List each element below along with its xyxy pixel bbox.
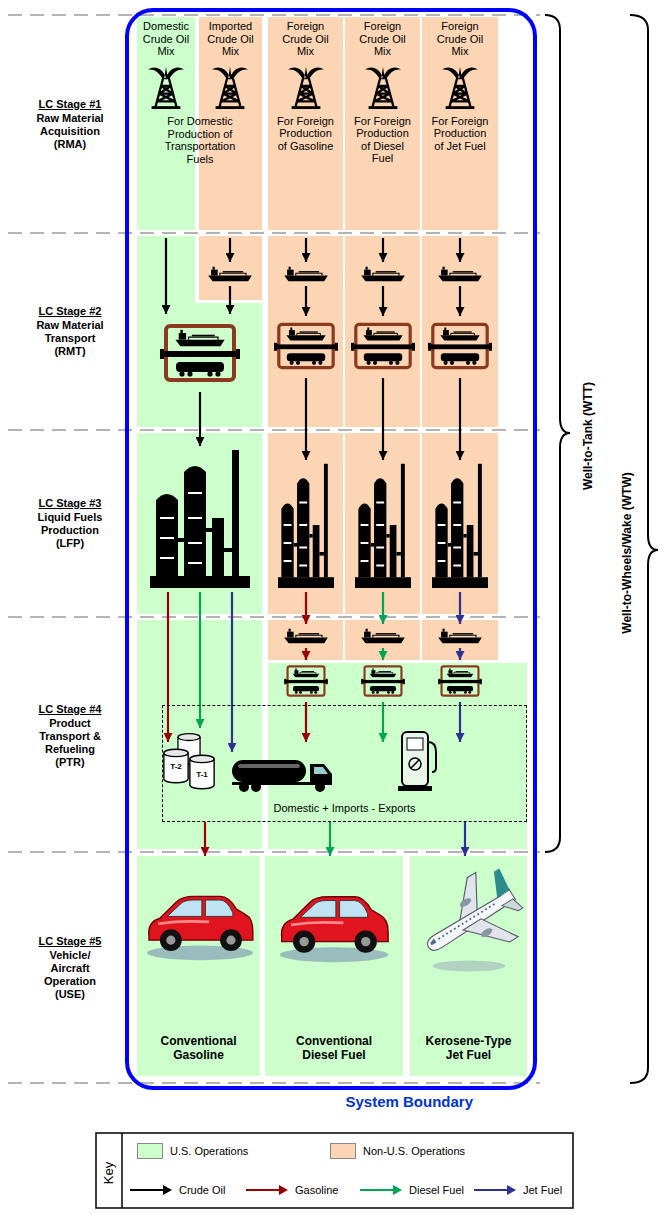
legend-item: Gasoline	[246, 1180, 338, 1200]
node-text: Imported Crude Oil Mix	[201, 20, 261, 58]
stage-name: Raw Material Transport (RMT)	[31, 319, 109, 358]
stage-divider	[8, 15, 540, 1083]
stage-name: Raw Material Acquisition (RMA)	[31, 112, 109, 151]
legend-line	[474, 1189, 508, 1191]
legend-text: Gasoline	[295, 1184, 338, 1196]
fuel-use-cell: Kerosene-Type Jet Fuel	[410, 856, 527, 1076]
label-box: LC Stage #4	[31, 703, 109, 716]
fuel-connector	[329, 822, 331, 856]
node-text: Domestic Crude Oil Mix	[138, 20, 194, 58]
legend-item: U.S. Operations	[137, 1141, 248, 1161]
node-text: System Boundary	[129, 1093, 533, 1111]
node-text: Foreign Crude Oil Mix	[278, 20, 333, 58]
stage-number: LC Stage #1	[31, 98, 109, 111]
label-box: LC Stage #1	[31, 98, 109, 111]
node-text: Domestic + Imports - Exports	[273, 802, 415, 815]
node-text: Foreign Crude Oil Mix	[433, 20, 488, 58]
fuel-connector	[464, 822, 466, 856]
legend-line	[360, 1184, 402, 1196]
scope-label: Well-to-Wheels/Wake (WTW)	[620, 472, 634, 633]
legend-text: U.S. Operations	[170, 1145, 248, 1157]
legend-line	[474, 1184, 516, 1196]
legend-item: Jet Fuel	[474, 1180, 562, 1200]
fuel-connector	[204, 822, 206, 856]
label-box: LC Stage #2	[31, 305, 109, 318]
fuel-use-cell: Conventional Gasoline	[137, 856, 260, 1076]
legend-text: Jet Fuel	[523, 1184, 562, 1196]
system-boundary: System BoundaryDomestic Crude Oil MixImp…	[125, 8, 537, 1090]
label-box: Product Transport & Refueling (PTR)	[31, 717, 109, 769]
label-box: LC Stage #5	[31, 935, 109, 948]
node-text: Conventional Diesel Fuel	[282, 1034, 386, 1062]
node-text: Kerosene-Type Jet Fuel	[417, 1034, 521, 1062]
stage-name: Product Transport & Refueling (PTR)	[31, 717, 109, 769]
legend-item: Diesel Fuel	[360, 1180, 464, 1200]
refinery-icon	[150, 450, 488, 588]
storage-tank-icon	[164, 734, 214, 789]
legend-item: Non-U.S. Operations	[330, 1141, 465, 1161]
fuel-use-cell: Conventional Diesel Fuel	[265, 856, 403, 1076]
gasoline-arrow	[168, 592, 306, 742]
crude-mix-cell: Foreign Crude Oil MixFor Foreign Product…	[345, 17, 420, 230]
legend-swatch	[330, 1143, 356, 1159]
fuel-pump-icon	[398, 732, 436, 791]
legend-line	[246, 1184, 288, 1196]
transport-icon	[160, 324, 492, 695]
key-box	[96, 1133, 573, 1208]
stage-name: Vehicle/ Aircraft Operation (USE)	[31, 949, 109, 1001]
label-box: T-2	[162, 762, 190, 771]
tank-tag: T-1	[188, 770, 216, 779]
legend-arrowhead	[279, 1185, 288, 1195]
stage-number: LC Stage #5	[31, 935, 109, 948]
label-box: LC Stage #3	[31, 497, 109, 510]
stage-number: LC Stage #2	[31, 305, 109, 318]
scope-label: Well-to-Tank (WTT)	[581, 382, 595, 490]
label-box: Liquid Fuels Production (LFP)	[31, 511, 109, 550]
legend-text: Non-U.S. Operations	[363, 1145, 465, 1157]
node-text: For Foreign Production of Diesel Fuel	[351, 115, 415, 165]
legend-text: Crude Oil	[179, 1184, 225, 1196]
stage-number: LC Stage #4	[31, 703, 109, 716]
crude-mix-cell: Foreign Crude Oil MixFor Foreign Product…	[268, 17, 343, 230]
node-text: Foreign Crude Oil Mix	[355, 20, 410, 58]
label-box: Raw Material Transport (RMT)	[31, 319, 109, 358]
node-text: Conventional Gasoline	[147, 1034, 251, 1062]
legend-swatch	[137, 1143, 163, 1159]
stage-note: For Domestic Production of Transportatio…	[150, 115, 250, 165]
label-box: Vehicle/ Aircraft Operation (USE)	[31, 949, 109, 1001]
stage-name: Liquid Fuels Production (LFP)	[31, 511, 109, 550]
node-text: For Foreign Production of Jet Fuel	[428, 115, 492, 153]
crude-oil-arrow	[166, 238, 460, 460]
legend-item: Crude Oil	[130, 1180, 225, 1200]
node-text: For Foreign Production of Gasoline	[274, 115, 338, 153]
stage-number: LC Stage #3	[31, 497, 109, 510]
legend-line	[246, 1189, 280, 1191]
jet-fuel-arrow	[232, 592, 460, 752]
legend-arrowhead	[393, 1185, 402, 1195]
crude-mix-cell: Foreign Crude Oil MixFor Foreign Product…	[422, 17, 498, 230]
key-title: Key	[102, 1162, 116, 1184]
legend-line	[360, 1189, 394, 1191]
legend-line	[130, 1184, 172, 1196]
tank-tag: T-2	[162, 762, 190, 771]
label-box: Raw Material Acquisition (RMA)	[31, 112, 109, 151]
legend-text: Diesel Fuel	[409, 1184, 464, 1196]
legend-arrowhead	[163, 1185, 172, 1195]
legend-line	[130, 1189, 164, 1191]
tanker-truck-icon	[232, 760, 332, 792]
legend-arrowhead	[507, 1185, 516, 1195]
distribution-box: Domestic + Imports - Exports	[162, 705, 527, 822]
scope-bracket	[545, 15, 658, 1083]
label-box: T-1	[188, 770, 216, 779]
oil-well-icon	[148, 67, 478, 109]
vehicle-icon	[147, 861, 535, 980]
diesel-arrow	[200, 592, 383, 742]
label-box: For Domestic Production of Transportatio…	[150, 115, 250, 165]
